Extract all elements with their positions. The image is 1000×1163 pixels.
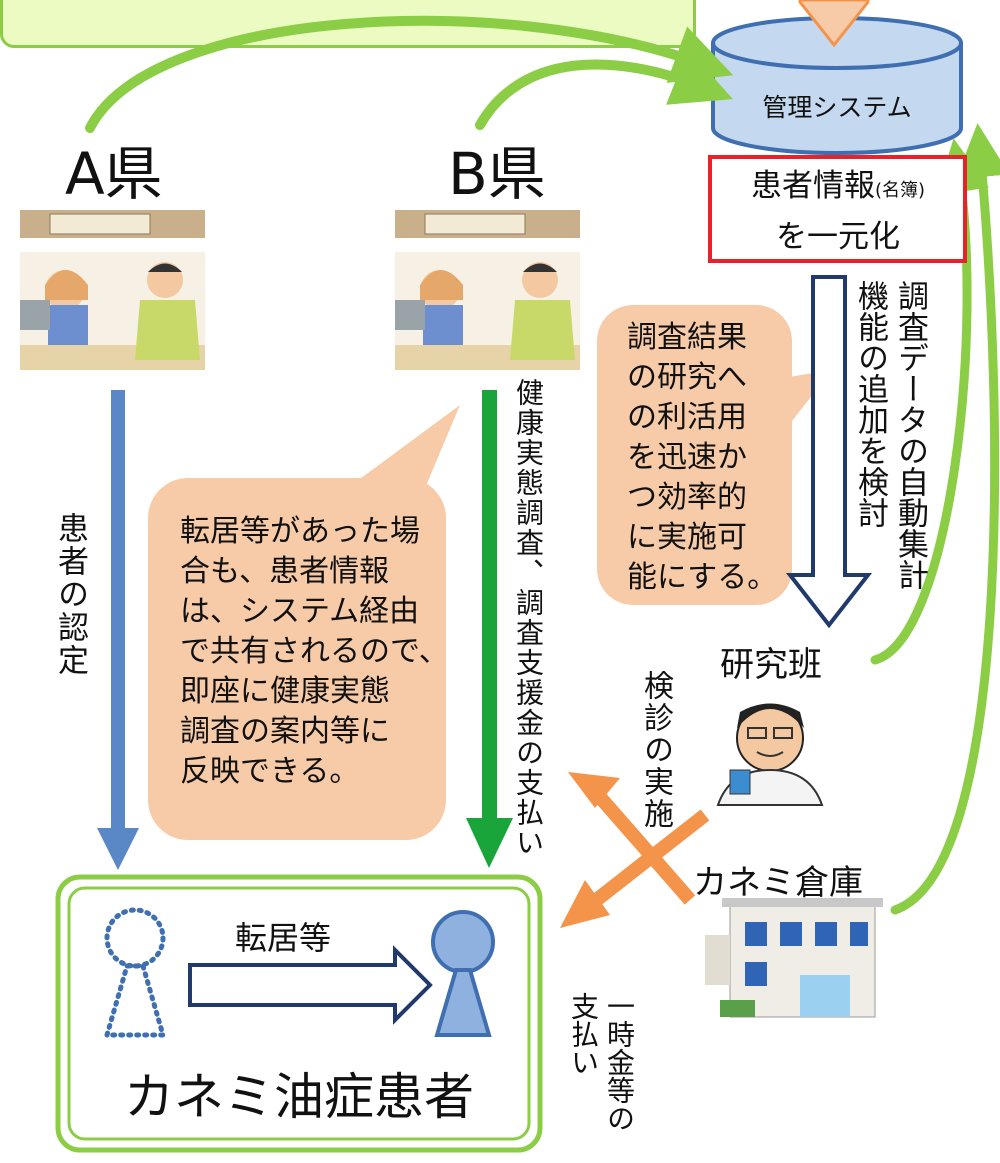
flow-system-label: 調査データの自動集計機能の追加を検討: [852, 280, 928, 590]
move-label: 転居等: [235, 919, 332, 957]
left-bubble: [148, 405, 460, 840]
left-bubble-line: は、システム経由: [180, 594, 420, 629]
right-bubble-line: の利活用: [627, 400, 747, 435]
right-bubble-line: 調査結果: [627, 320, 747, 355]
right-bubble-text: 調査結果 の研究へ の利活用 を迅速か つ効率的 に実施可 能にする。: [627, 318, 787, 598]
patients-outer-box: [55, 874, 543, 1153]
prefecture-a: A県: [65, 140, 163, 208]
move-arrow: [188, 945, 433, 1025]
b-counter-illustration: [395, 210, 580, 370]
warehouse-label: カネミ倉庫: [693, 863, 863, 903]
left-bubble-line: 転居等があった場: [180, 514, 420, 549]
left-bubble-text: 転居等があった場 合も、患者情報 は、システム経由 で共有されるので、 即座に健…: [180, 512, 450, 792]
arrow-warehouse-to-patients: [568, 772, 696, 905]
flow-b-label: 健康実態調査、調査支援金の支払い: [512, 378, 545, 858]
flow-payment-label: 一時金等の支払い: [567, 992, 636, 1132]
patient-info-box: [708, 155, 967, 263]
left-bubble-line: 合も、患者情報: [180, 554, 390, 589]
left-bubble-line: 調査の案内等に: [180, 714, 390, 749]
incoming-arrow: [798, 0, 870, 48]
arrow-b-down: [466, 390, 513, 868]
a-counter-illustration: [20, 210, 205, 370]
arrow-a-to-system: [85, 15, 734, 133]
warehouse-illustration: [705, 898, 883, 1018]
system-label: 管理システム: [762, 93, 912, 122]
right-bubble-line: の研究へ: [627, 360, 747, 395]
left-bubble-line: で共有されるので、: [180, 634, 449, 669]
flow-a-label: 患者の認定: [52, 512, 88, 677]
left-bubble-line: 即座に健康実態: [180, 674, 390, 709]
flow-exam-label: 検診の実施: [638, 670, 673, 830]
right-bubble-line: に実施可: [627, 520, 747, 555]
research-label: 研究班: [720, 645, 822, 685]
right-bubble-line: を迅速か: [627, 440, 747, 475]
patients-inner-box: [67, 886, 531, 1141]
research-illustration: [716, 703, 824, 806]
patients-title: カネミ油症患者: [124, 1068, 474, 1126]
right-bubble-line: つ効率的: [627, 480, 747, 515]
patient-info-label: 患者情報(名簿) を一元化: [713, 163, 963, 260]
arrow-b-to-system: [475, 49, 733, 130]
patient-info-main: 患者情報: [750, 168, 875, 204]
right-bubble-line: 能にする。: [627, 560, 778, 595]
patient-info-line2: を一元化: [776, 219, 900, 255]
person-solid: [431, 910, 495, 1037]
arrow-system-to-research: [785, 275, 873, 629]
prefecture-b: B県: [448, 140, 546, 208]
patient-info-small: (名簿): [874, 180, 926, 201]
left-bubble-line: 反映できる。: [180, 754, 360, 789]
arrow-warehouse-to-system: [890, 123, 1000, 915]
person-dotted: [103, 907, 167, 1038]
arrow-a-down: [97, 390, 139, 870]
